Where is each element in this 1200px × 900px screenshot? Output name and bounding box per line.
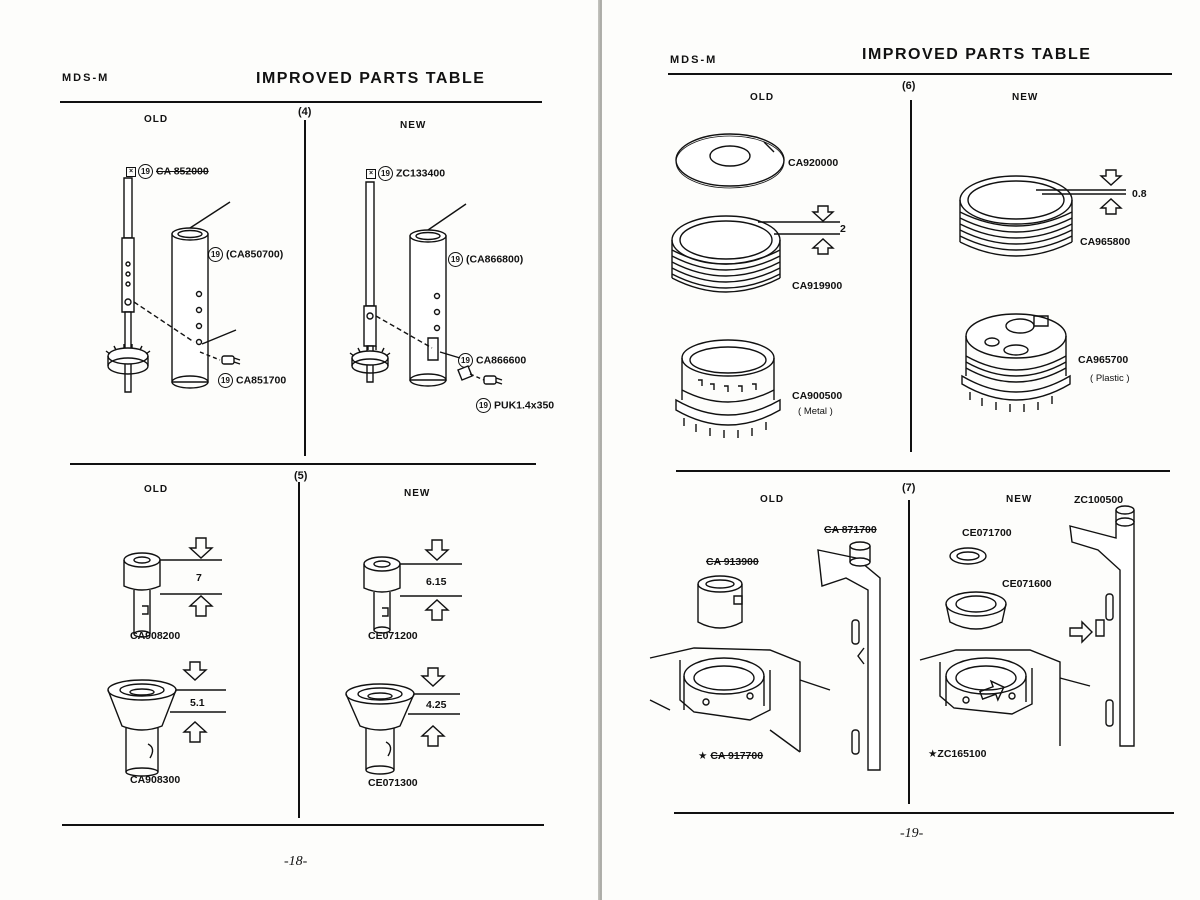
column-divider (298, 482, 300, 818)
material-note: ( Plastic ) (1090, 373, 1130, 384)
part-number: CA965700 (1078, 354, 1129, 366)
part-number: CA908200 (130, 630, 181, 642)
section-number: (5) (294, 470, 308, 482)
index-circle: 19 (138, 164, 153, 179)
cone-part-drawing (342, 664, 472, 784)
part-number: CA 913900 (706, 556, 759, 568)
new-label: NEW (404, 488, 431, 499)
header-title: IMPROVED PARTS TABLE (256, 70, 486, 87)
dimension-value: 7 (196, 572, 202, 584)
section-number: (7) (902, 482, 916, 494)
part-number: CE071200 (368, 630, 418, 642)
dimension-value: 4.25 (426, 699, 447, 711)
section-number: (6) (902, 80, 916, 92)
page-folio: -19- (900, 826, 924, 841)
new-label: NEW (400, 120, 427, 131)
part-number: CA900500 (792, 390, 843, 402)
old-label: OLD (750, 92, 775, 103)
mechanism-assembly-drawing (920, 510, 1182, 756)
material-note: ( Metal ) (798, 406, 833, 417)
section-number: (4) (298, 106, 312, 118)
index-circle: 19 (218, 373, 233, 388)
marker-icon: × (126, 166, 136, 177)
old-label: OLD (144, 114, 169, 125)
page-folio: -18- (284, 854, 308, 869)
shaft-assembly-drawing (96, 176, 296, 406)
header-rule (668, 73, 1172, 75)
ring-part-drawing (956, 166, 1156, 274)
star-icon: ★ (928, 748, 938, 760)
header-code: MDS-M (62, 72, 110, 84)
footer-rule (62, 824, 544, 826)
new-label: NEW (1012, 92, 1039, 103)
part-number: CA 871700 (824, 524, 877, 536)
left-page: MDS-M IMPROVED PARTS TABLE (4) OLD NEW ×… (0, 0, 598, 900)
section-rule (70, 463, 536, 465)
footer-rule (674, 812, 1174, 814)
column-divider (910, 100, 912, 452)
header-title: IMPROVED PARTS TABLE (862, 46, 1092, 63)
dimension-value: 0.8 (1132, 188, 1147, 200)
header-rule (60, 101, 542, 103)
part-number: ZC100500 (1074, 494, 1124, 506)
part-number: CE071300 (368, 777, 418, 789)
new-label: NEW (1006, 494, 1033, 505)
star-icon: ★ (698, 750, 708, 762)
sleeve-part-drawing (120, 536, 230, 646)
part-number: CE071600 (1002, 578, 1052, 590)
part-label: ★ZC165100 (928, 748, 987, 760)
part-number: CA908300 (130, 774, 181, 786)
right-page: MDS-M IMPROVED PARTS TABLE (6) OLD NEW C… (602, 0, 1200, 900)
dimension-value: 2 (840, 223, 846, 235)
index-circle: 19 (476, 398, 491, 413)
header-code: MDS-M (670, 54, 718, 66)
mechanism-assembly-drawing (650, 530, 900, 780)
old-label: OLD (144, 484, 169, 495)
index-circle: 19 (448, 252, 463, 267)
base-part-drawing (962, 300, 1082, 420)
sleeve-part-drawing (360, 538, 470, 648)
disc-part-drawing (674, 124, 794, 196)
dimension-value: 5.1 (190, 697, 205, 709)
old-label: OLD (760, 494, 785, 505)
part-label: ★ CA 917700 (698, 750, 764, 762)
column-divider (908, 500, 910, 804)
part-number: CE071700 (962, 527, 1012, 539)
index-circle: 19 (378, 166, 393, 181)
part-number: CA919900 (792, 280, 843, 292)
cone-part-drawing (104, 660, 234, 780)
dimension-value: 6.15 (426, 576, 447, 588)
column-divider (304, 120, 306, 456)
marker-icon: × (366, 168, 376, 179)
part-number: CA965800 (1080, 236, 1131, 248)
base-part-drawing (674, 334, 794, 446)
part-label: 19(CA866800) (448, 252, 523, 267)
ring-part-drawing (668, 206, 858, 316)
shaft-assembly-drawing (340, 180, 540, 400)
section-rule (676, 470, 1170, 472)
part-number: CA920000 (788, 157, 839, 169)
